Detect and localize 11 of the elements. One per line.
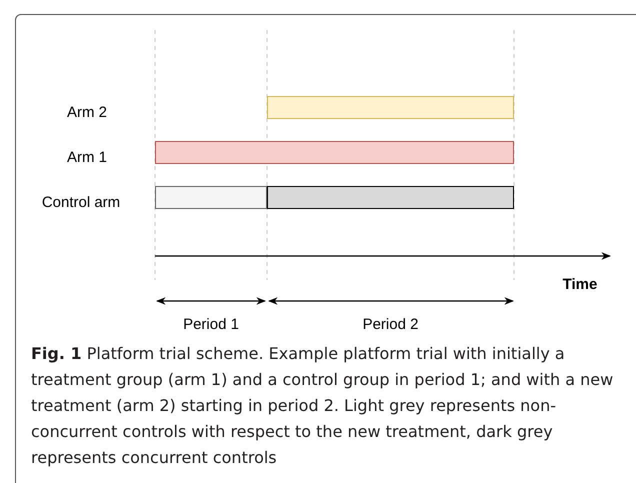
figure-caption: Fig. 1 Platform trial scheme. Example platform trial with initially a treatment group (arm 1) and a control group in period 1; and with a new treatment (arm 2) starting in period 2. Light grey represents non-concurrent controls with respect to the new treatment, dark grey represents concurrent controls (31, 343, 614, 469)
period-bar (267, 186, 514, 209)
period-bar (155, 186, 267, 209)
period-bar (267, 96, 514, 119)
axis-label: Time (562, 276, 598, 294)
period-label: Period 1 (182, 316, 240, 334)
period-label: Period 2 (362, 316, 420, 334)
row-label: Arm 1 (66, 149, 108, 167)
row-label: Arm 2 (66, 104, 108, 122)
row-label: Control arm (40, 194, 122, 212)
period-bar (155, 141, 514, 164)
